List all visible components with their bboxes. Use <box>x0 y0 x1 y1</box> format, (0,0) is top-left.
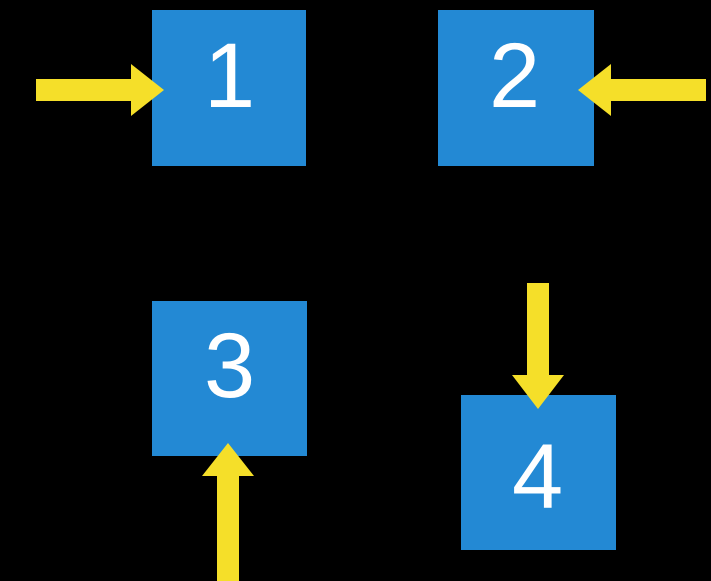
node-label-2: 2 <box>489 25 541 127</box>
node-box-1[interactable] <box>152 10 306 166</box>
node-label-1: 1 <box>204 25 256 127</box>
arrow-into-node-2-icon <box>578 64 706 116</box>
node-box-2[interactable] <box>438 10 594 166</box>
arrow-into-node-3-icon <box>202 443 254 581</box>
node-label-4: 4 <box>512 426 564 528</box>
arrow-into-node-1-icon <box>36 64 164 116</box>
node-box-4[interactable] <box>461 395 616 550</box>
node-label-3: 3 <box>204 315 256 417</box>
node-box-3[interactable] <box>152 301 307 456</box>
arrow-into-node-4-icon <box>512 283 564 409</box>
